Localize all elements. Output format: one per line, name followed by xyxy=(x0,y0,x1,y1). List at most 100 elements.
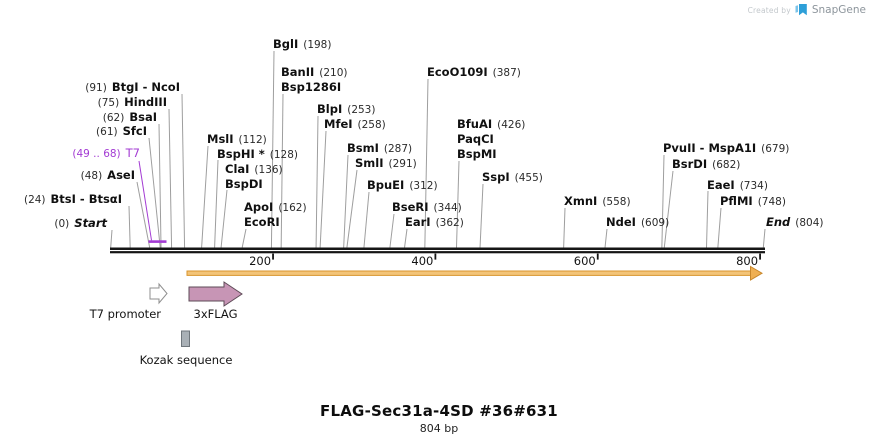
enzyme-position: (62) xyxy=(102,111,125,124)
enzyme-site-label-PflMI[interactable]: PflMI(748) xyxy=(720,194,786,209)
ruler-number-600: 600 xyxy=(573,253,596,268)
enzyme-position: (136) xyxy=(254,163,283,176)
enzyme-name: MslI xyxy=(207,132,234,146)
site-connector-line xyxy=(479,183,484,248)
orf-span-arrow-head[interactable] xyxy=(750,265,763,281)
site-connector-line xyxy=(404,228,408,248)
enzyme-site-label-HindIII[interactable]: (75)HindIII xyxy=(98,95,167,110)
orf-span-arrow-body[interactable] xyxy=(186,270,751,276)
t7-promoter-arrow[interactable] xyxy=(149,282,168,305)
enzyme-site-label-PaqCI[interactable]: PaqCI xyxy=(457,132,494,147)
site-connector-line xyxy=(762,228,766,248)
enzyme-site-label-XmnI[interactable]: XmnI(558) xyxy=(564,194,631,209)
enzyme-position: (128) xyxy=(269,148,298,161)
enzyme-site-label-EaeI[interactable]: EaeI(734) xyxy=(707,178,768,193)
enzyme-position: (91) xyxy=(85,82,107,94)
site-connector-line xyxy=(128,205,131,248)
enzyme-site-label-ClaI[interactable]: ClaI (136) xyxy=(225,162,283,177)
enzyme-position: (48) xyxy=(80,170,103,182)
enzyme-position: (344) xyxy=(433,201,462,214)
site-connector-line xyxy=(663,170,674,248)
enzyme-name: AseI xyxy=(107,168,135,182)
enzyme-site-label-PvuII-MspA1I[interactable]: PvuII - MspA1I(679) xyxy=(663,141,789,156)
enzyme-name: BtsI - BtsαI xyxy=(50,192,122,206)
enzyme-name: SfcI xyxy=(122,124,147,138)
enzyme-site-label-T7[interactable]: (49 .. 68)T7 xyxy=(72,146,140,161)
enzyme-name: BglI xyxy=(273,36,299,51)
enzyme-name: EaeI xyxy=(707,177,735,192)
enzyme-position: (387) xyxy=(492,66,521,79)
enzyme-name: End xyxy=(766,215,791,229)
site-connector-line xyxy=(158,123,162,248)
enzyme-position: (362) xyxy=(435,217,464,229)
enzyme-name: SspI xyxy=(482,170,510,184)
ruler-tick xyxy=(759,253,761,260)
enzyme-site-label-MfeI[interactable]: MfeI(258) xyxy=(324,117,386,132)
site-connector-line xyxy=(661,154,665,248)
enzyme-site-label-BanII[interactable]: BanII(210) xyxy=(281,65,348,80)
site-connector-line xyxy=(181,93,186,248)
site-connector-line xyxy=(389,213,395,248)
enzyme-site-label-SfcI[interactable]: (61) SfcI xyxy=(96,124,147,139)
enzyme-position: (75) xyxy=(97,97,120,109)
t7-region-bar[interactable] xyxy=(148,240,167,243)
enzyme-site-label-BfuAI[interactable]: BfuAI(426) xyxy=(457,117,525,132)
feature-label-3xFLAG: 3xFLAG xyxy=(193,306,238,321)
enzyme-position: (61) xyxy=(96,126,118,138)
enzyme-site-label-AseI[interactable]: (48) AseI xyxy=(81,168,135,183)
enzyme-site-label-BseRI[interactable]: BseRI(344) xyxy=(392,200,462,215)
enzyme-position: (287) xyxy=(383,142,413,155)
enzyme-site-label-EcoRI[interactable]: EcoRI xyxy=(244,215,280,230)
enzyme-site-label-BspDI[interactable]: BspDI xyxy=(225,177,263,192)
enzyme-position: (112) xyxy=(238,134,267,146)
enzyme-site-label-EarI[interactable]: EarI(362) xyxy=(405,215,464,230)
enzyme-name: EcoRI xyxy=(244,215,280,229)
enzyme-position: (682) xyxy=(712,158,741,171)
enzyme-site-label-BtgI-NcoI[interactable]: (91)BtgI - NcoI xyxy=(85,80,180,95)
enzyme-site-label-BsrDI[interactable]: BsrDI(682) xyxy=(672,157,740,172)
created-by-text: Created by xyxy=(747,5,791,15)
enzyme-position: (291) xyxy=(388,157,417,170)
enzyme-site-label-EcoO109I[interactable]: EcoO109I(387) xyxy=(427,65,521,80)
enzyme-site-label-BspHI-[interactable]: BspHI *(128) xyxy=(217,147,298,162)
enzyme-site-label-SspI[interactable]: SspI(455) xyxy=(482,170,543,185)
enzyme-site-label-MslI[interactable]: MslI (112) xyxy=(207,132,267,147)
enzyme-site-label-BlpI[interactable]: BlpI (253) xyxy=(317,102,375,117)
enzyme-site-label-BsmI[interactable]: BsmI (287) xyxy=(347,141,412,156)
enzyme-name: ClaI xyxy=(225,161,250,176)
enzyme-site-label-ApoI[interactable]: ApoI(162) xyxy=(244,200,307,215)
site-connector-line xyxy=(201,145,209,248)
flag-3x-arrow[interactable] xyxy=(188,281,243,307)
ruler-tick xyxy=(434,253,437,260)
enzyme-site-label-BsaI[interactable]: (62)BsaI xyxy=(103,110,157,125)
enzyme-site-label-Start[interactable]: (0)Start xyxy=(54,216,107,231)
enzyme-position: (253) xyxy=(347,103,376,116)
enzyme-site-label-Bsp1286I[interactable]: Bsp1286I xyxy=(281,80,341,95)
enzyme-name: PvuII - MspA1I xyxy=(663,141,757,155)
enzyme-position: (558) xyxy=(602,196,631,208)
enzyme-name: SmlI xyxy=(355,155,384,170)
site-connector-line xyxy=(563,207,566,248)
enzyme-site-label-BspMI[interactable]: BspMI xyxy=(457,147,497,162)
enzyme-name: BspDI xyxy=(225,176,263,191)
sequence-line-top xyxy=(110,247,765,250)
enzyme-site-label-BpuEI[interactable]: BpuEI(312) xyxy=(367,178,438,193)
enzyme-site-label-NdeI[interactable]: NdeI(609) xyxy=(606,215,669,230)
site-connector-line xyxy=(136,181,151,248)
site-connector-line xyxy=(220,189,228,248)
enzyme-site-label-SmlI[interactable]: SmlI (291) xyxy=(355,156,417,171)
snapgene-flag-icon xyxy=(795,4,807,16)
kozak-sequence-box[interactable] xyxy=(181,330,190,347)
enzyme-site-label-BglI[interactable]: BglI(198) xyxy=(273,37,331,52)
enzyme-name: BsmI xyxy=(347,140,379,155)
enzyme-name: BanII xyxy=(281,64,315,79)
enzyme-position: (804) xyxy=(795,217,824,229)
enzyme-position: (426) xyxy=(497,118,526,131)
enzyme-site-label-BtsI-Bts-I[interactable]: (24)BtsI - BtsαI xyxy=(24,192,122,207)
enzyme-name: BlpI xyxy=(317,101,343,116)
site-connector-line xyxy=(363,191,370,248)
enzyme-position: (609) xyxy=(640,217,670,229)
enzyme-site-label-End[interactable]: End (804) xyxy=(766,215,824,230)
